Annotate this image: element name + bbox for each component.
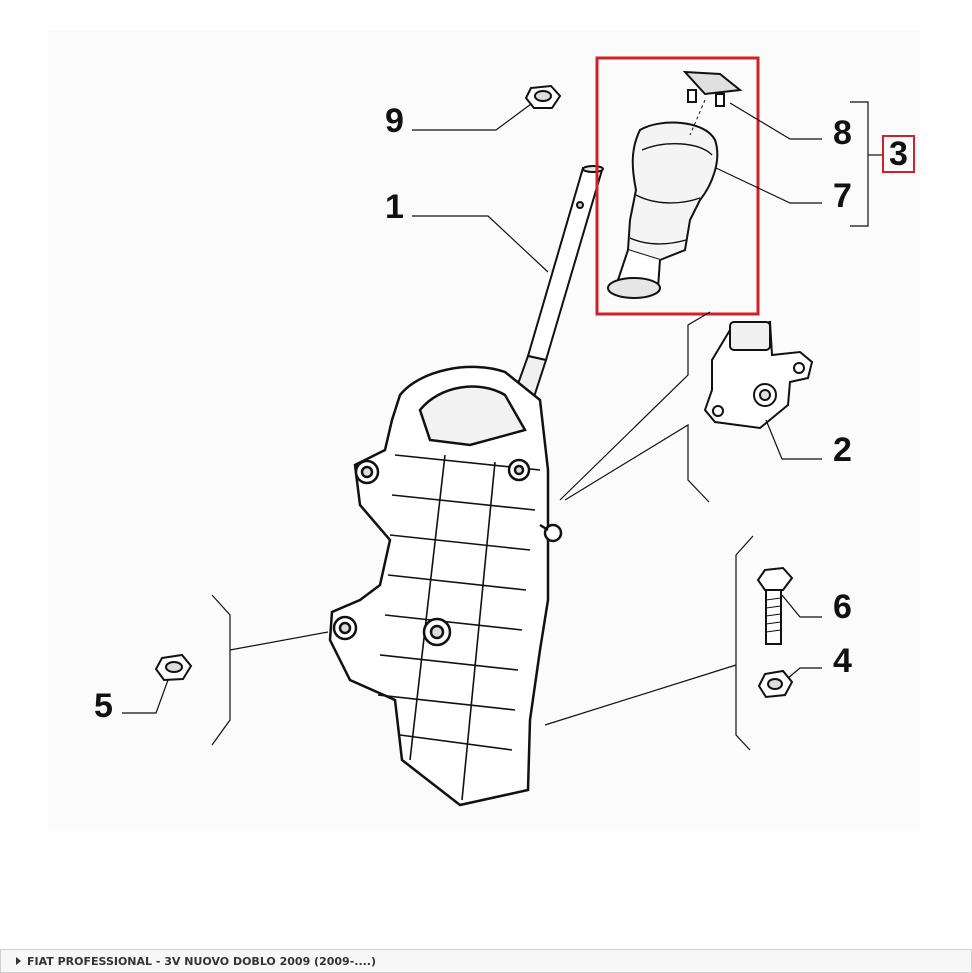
triangle-right-icon [16,957,21,965]
part-5-nut[interactable] [154,653,193,682]
part-6-bolt[interactable] [756,566,794,645]
part-2-sensor[interactable] [703,320,814,430]
breadcrumb-text[interactable]: FIAT PROFESSIONAL - 3V NUOVO DOBLO 2009 … [27,954,377,968]
parts-diagram: 9 1 8 7 3 2 6 4 5 [94,56,915,807]
callout-1: 1 [385,188,404,226]
exploded-view-drawing [122,56,882,807]
callout-2: 2 [833,431,852,469]
breadcrumb-bar[interactable]: FIAT PROFESSIONAL - 3V NUOVO DOBLO 2009 … [0,949,972,973]
callout-6: 6 [833,588,852,626]
leader-lines [122,101,882,751]
callout-9: 9 [385,102,404,140]
callout-4: 4 [833,642,852,680]
callout-5: 5 [94,687,113,725]
part-9-nut[interactable] [524,84,562,109]
callout-3-group: 3 [882,135,915,173]
part-7-gear-knob[interactable] [607,121,719,299]
callout-8: 8 [833,114,852,152]
part-8-knob-cap[interactable] [682,70,743,136]
highlight-box-group-3 [595,56,760,316]
callout-7: 7 [833,177,852,215]
part-4-nut[interactable] [757,669,794,699]
selector-housing[interactable] [328,365,563,807]
